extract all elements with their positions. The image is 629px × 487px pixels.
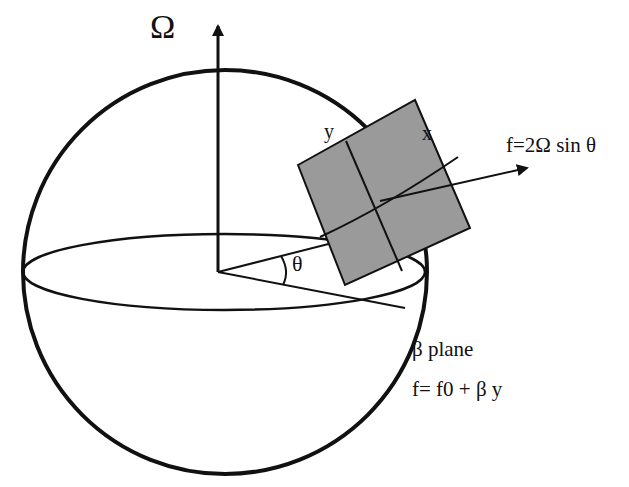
rotation-axis (217, 26, 220, 272)
equator-radius (218, 272, 405, 308)
beta-formula: f= f0 + β y (412, 378, 502, 401)
coriolis-formula: f=2Ω sin θ (506, 134, 596, 157)
vertical-arrow (380, 168, 527, 201)
axis-label: x (422, 123, 432, 143)
plane-label: β plane (412, 338, 473, 361)
y-axis (346, 141, 402, 271)
x-axis (320, 157, 458, 237)
angle-arc (281, 256, 286, 285)
beta-plane: yx (290, 95, 480, 290)
angle-label: θ (292, 252, 303, 276)
axis-label: y (324, 121, 334, 141)
tangent-plane (298, 100, 470, 285)
omega-label: Ω (150, 8, 175, 45)
plane-shape (290, 95, 480, 290)
